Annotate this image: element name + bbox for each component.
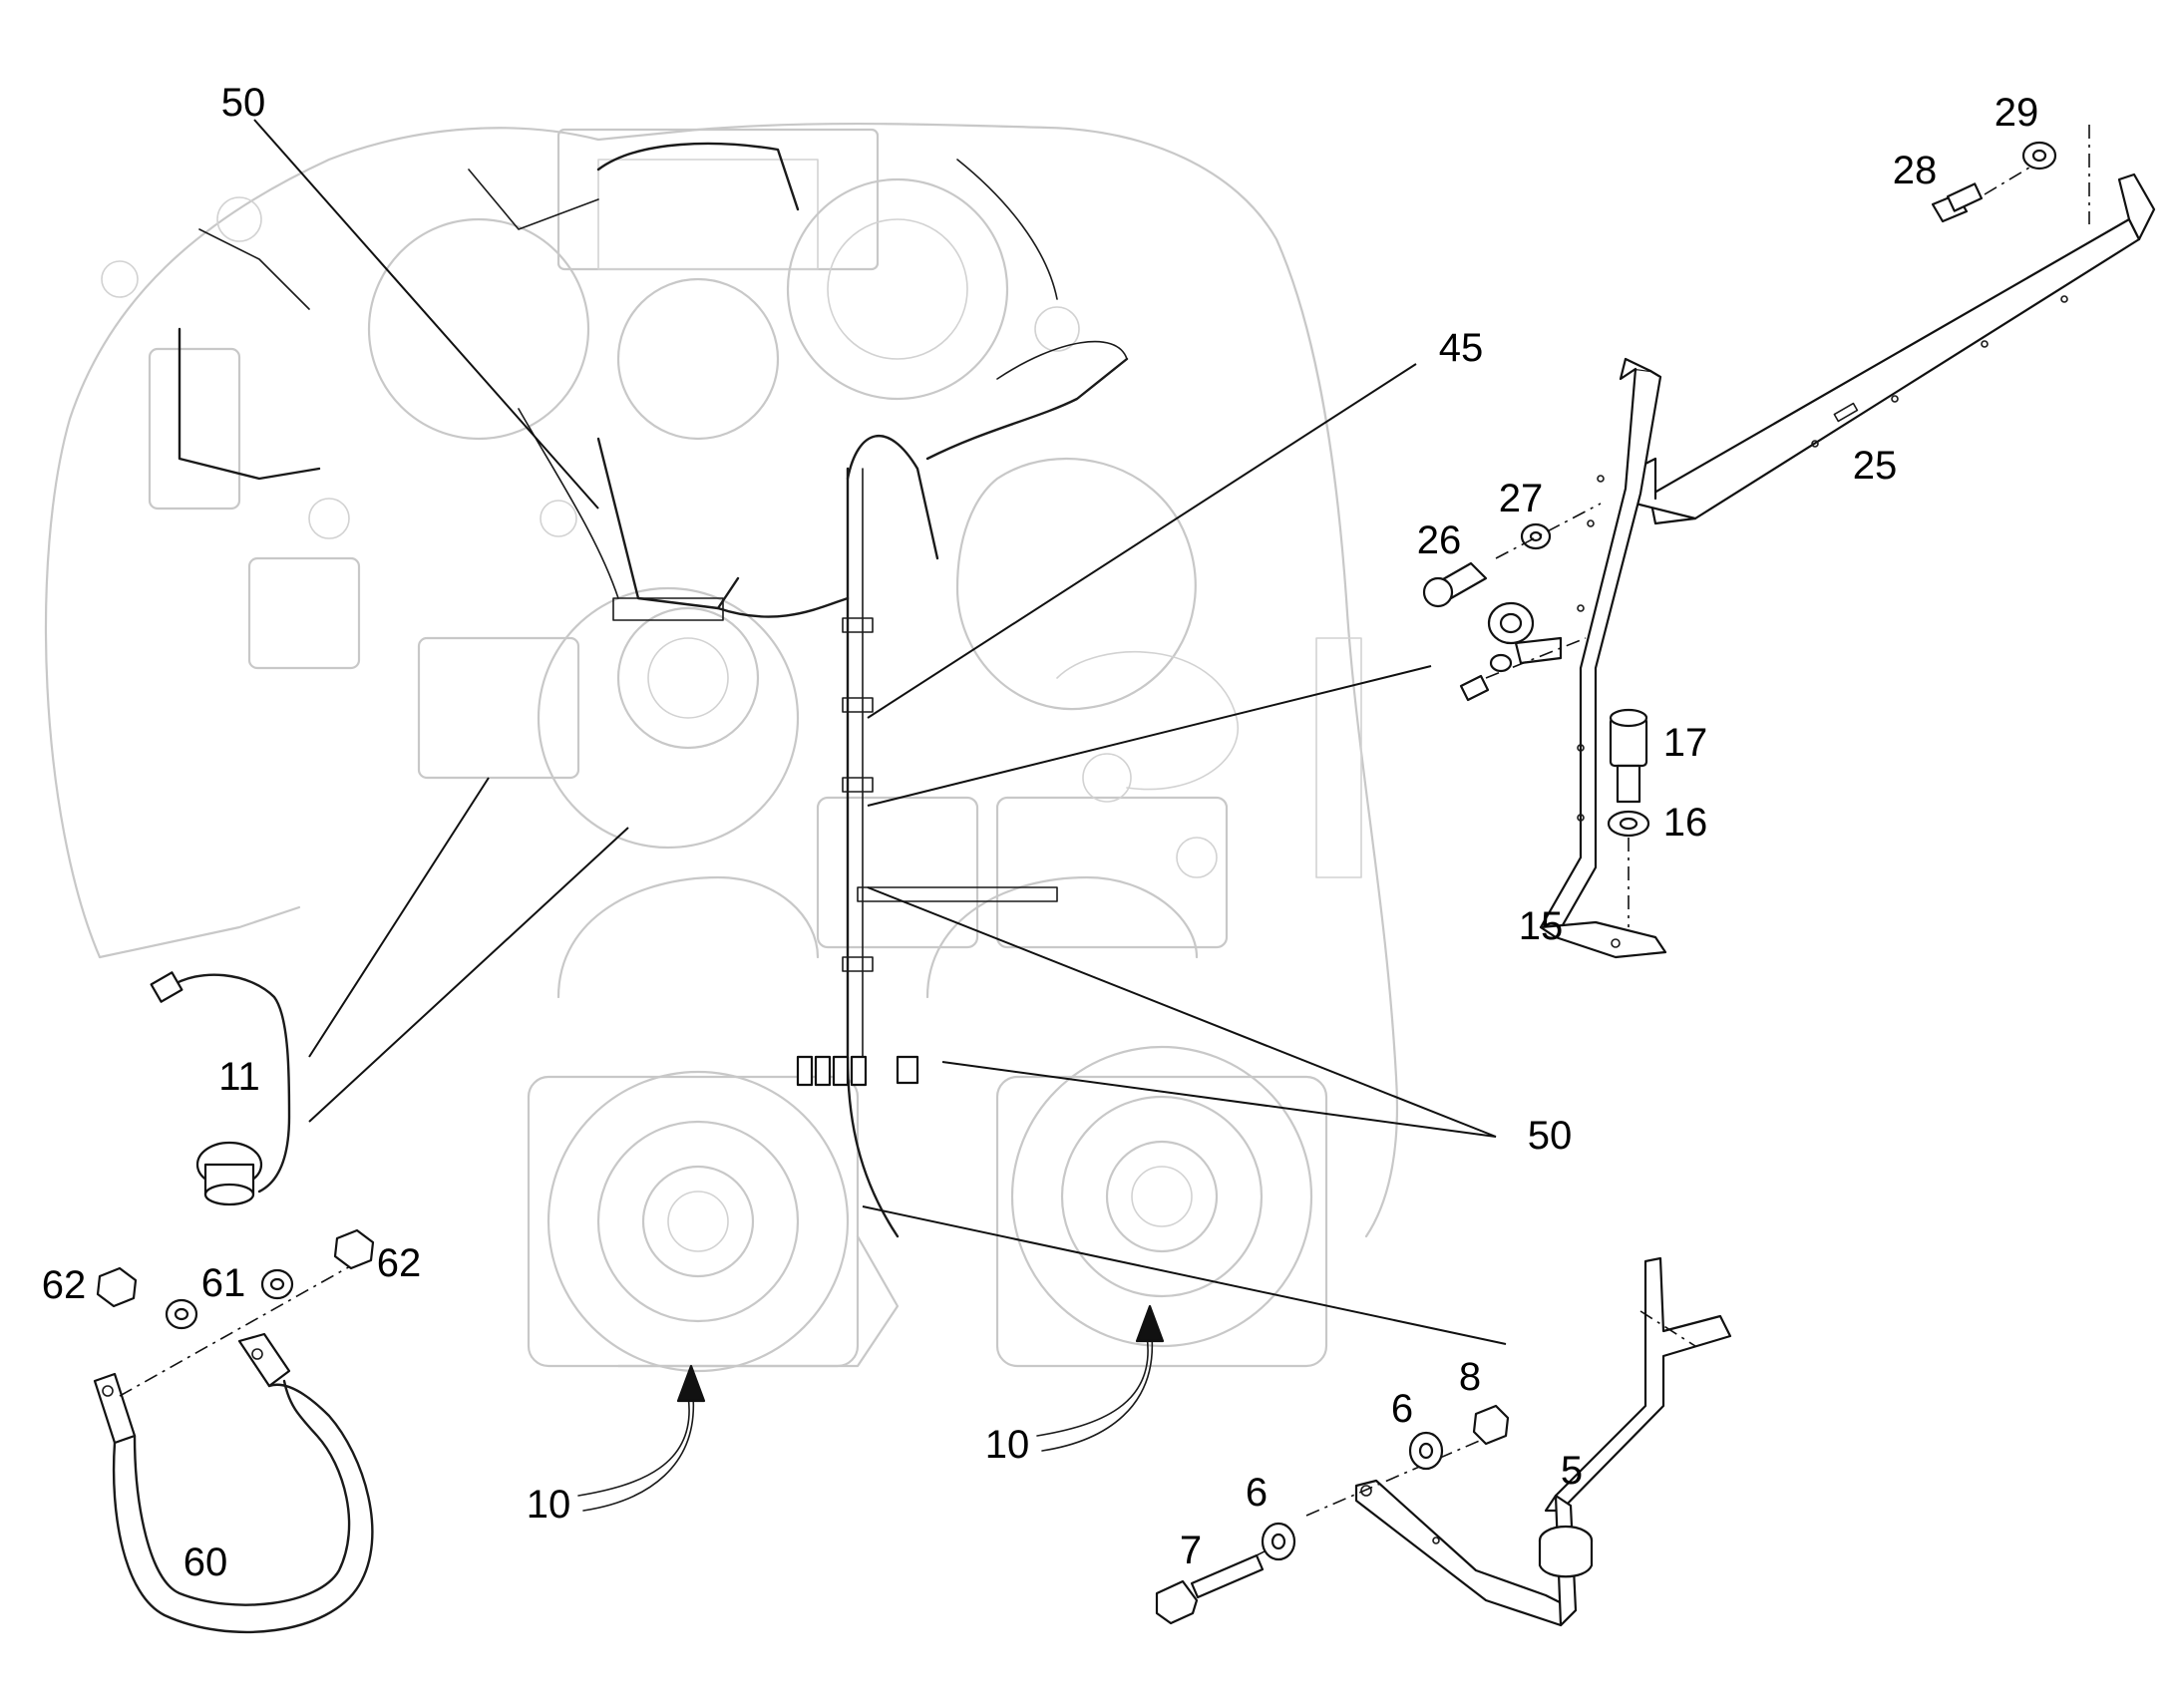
callout-45: 45	[1439, 326, 1484, 370]
sensor-11	[150, 971, 291, 1206]
callout-27: 27	[1499, 477, 1544, 520]
callout-60: 60	[183, 1540, 228, 1584]
direction-arrow-10-right	[1036, 1304, 1165, 1452]
callout-labels: 50 45 29 28 27 26 25 17 16 15 11 50 62 6…	[42, 81, 2039, 1584]
callout-11: 11	[218, 1055, 260, 1099]
bracket-15	[1422, 357, 1667, 959]
callout-10-right: 10	[985, 1423, 1030, 1467]
callout-25: 25	[1853, 444, 1898, 488]
callout-50-lower: 50	[1528, 1114, 1573, 1158]
callout-62-right: 62	[377, 1241, 422, 1285]
callout-6-upper: 6	[1391, 1387, 1413, 1431]
callout-61: 61	[201, 1261, 246, 1305]
direction-arrow-10-left	[577, 1364, 706, 1512]
callout-15: 15	[1519, 904, 1564, 948]
callout-5: 5	[1561, 1449, 1583, 1493]
callout-7: 7	[1180, 1529, 1202, 1572]
callout-6-lower: 6	[1246, 1471, 1268, 1515]
connector-cluster	[796, 1055, 919, 1087]
callout-29: 29	[1995, 91, 2039, 135]
callout-17: 17	[1663, 721, 1708, 765]
callout-26: 26	[1417, 518, 1462, 562]
bracket-5	[1155, 1256, 1732, 1627]
leader-lines	[253, 119, 1507, 1345]
callout-62-left: 62	[42, 1263, 87, 1307]
ground-strap-60	[93, 1228, 375, 1634]
callout-10-left: 10	[527, 1483, 571, 1527]
callout-16: 16	[1663, 801, 1708, 845]
transmission-assembly	[44, 122, 1399, 1373]
callout-50-top: 50	[221, 81, 266, 125]
bracket-25	[1629, 125, 2156, 525]
callout-28: 28	[1893, 149, 1938, 192]
wiring-harness	[178, 142, 1129, 1238]
callout-8: 8	[1459, 1355, 1481, 1399]
